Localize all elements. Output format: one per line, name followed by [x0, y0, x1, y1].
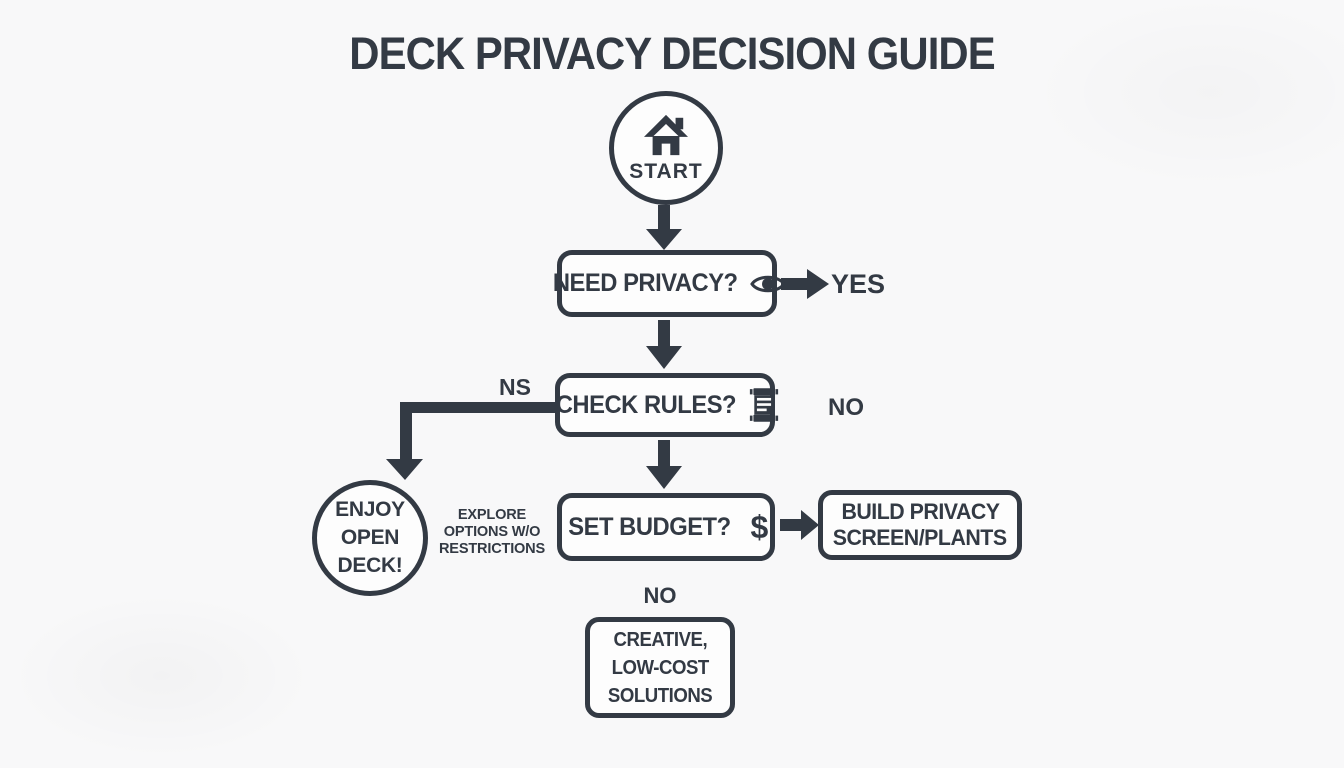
explore-note-line: RESTRICTIONS — [438, 540, 546, 557]
no-bottom-label: NO — [643, 583, 677, 608]
page-title: DECK PRIVACY DECISION GUIDE — [349, 28, 995, 79]
explore-note-line: OPTIONS W/O — [443, 523, 541, 540]
arrow-check-rules-to-enjoy — [386, 402, 555, 480]
ns-label: NS — [499, 374, 531, 400]
set-budget-node: SET BUDGET? $ — [557, 493, 775, 561]
start-node: START — [609, 91, 723, 205]
creative-line: CREATIVE, — [613, 628, 707, 651]
yes-label: YES — [831, 269, 886, 299]
set-budget-label: SET BUDGET? — [567, 512, 731, 541]
check-rules-node: CHECK RULES? — [555, 373, 779, 437]
build-privacy-line: BUILD PRIVACY — [840, 499, 1000, 524]
enjoy-line: OPEN — [340, 526, 400, 549]
arrow-set-budget-to-build — [780, 510, 819, 540]
creative-line: LOW-COST — [611, 656, 709, 679]
build-privacy-node: BUILD PRIVACY SCREEN/PLANTS — [818, 490, 1022, 560]
explore-note-line: EXPLORE — [457, 506, 527, 523]
home-icon — [644, 114, 688, 155]
enjoy-line: ENJOY — [335, 498, 405, 521]
start-label: START — [629, 159, 703, 183]
dollar-icon: $ — [750, 509, 769, 545]
check-rules-label: CHECK RULES? — [555, 390, 737, 419]
arrow-check-rules-to-set-budget — [646, 440, 682, 489]
enjoy-line: DECK! — [337, 554, 403, 577]
need-privacy-node: NEED PRIVACY? — [553, 250, 787, 317]
eye-icon — [750, 275, 787, 292]
no-right-label: NO — [828, 394, 864, 421]
explore-options-note: EXPLORE OPTIONS W/O RESTRICTIONS — [430, 506, 554, 557]
arrow-start-to-need-privacy — [646, 205, 682, 250]
scroll-icon — [749, 388, 779, 422]
enjoy-open-deck-node: ENJOY OPEN DECK! — [312, 480, 428, 596]
need-privacy-label: NEED PRIVACY? — [552, 269, 738, 297]
creative-solutions-node: CREATIVE, LOW-COST SOLUTIONS — [585, 617, 735, 718]
creative-line: SOLUTIONS — [607, 684, 713, 707]
build-privacy-line: SCREEN/PLANTS — [833, 525, 1007, 550]
arrow-need-privacy-to-yes — [781, 269, 829, 299]
arrow-need-privacy-to-check-rules — [646, 320, 682, 369]
